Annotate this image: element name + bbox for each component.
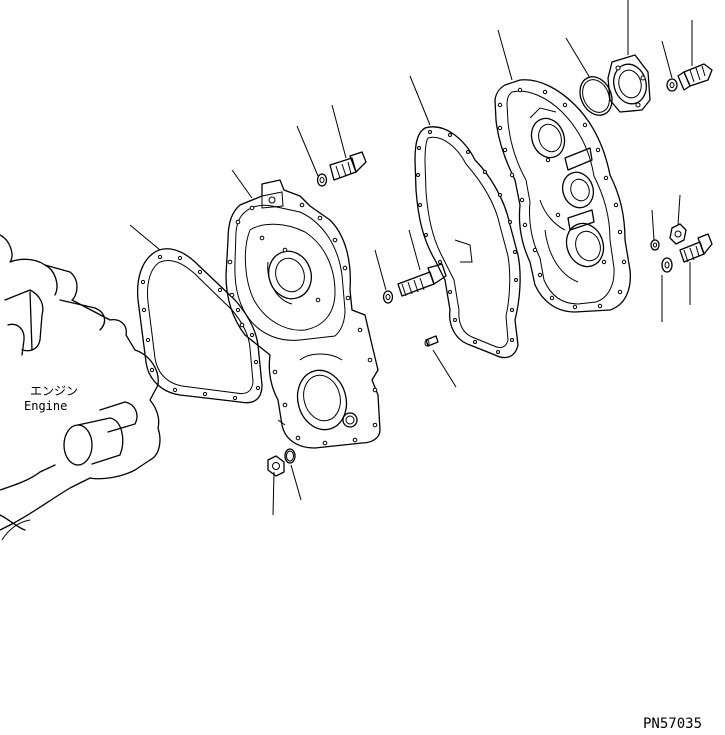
bolt-long-middle [397, 263, 447, 297]
gasket-large [136, 248, 263, 404]
front-cover-bolt-holes [227, 202, 378, 446]
gasket-middle-bolt-holes [416, 130, 518, 354]
washer-middle [382, 290, 394, 304]
plug-bottom [267, 455, 285, 477]
gear-case-bolt-holes [497, 87, 627, 310]
dowel-pin [424, 335, 439, 347]
front-cover-housing [225, 179, 381, 449]
washer-right [661, 257, 673, 273]
o-ring-top [579, 76, 613, 116]
washer-top-right [666, 78, 678, 92]
leader-lines [129, 0, 693, 516]
washer-right-small [650, 239, 660, 251]
engine-block [0, 234, 161, 541]
bolt-cover-top [329, 151, 367, 181]
o-ring-bottom [284, 448, 296, 464]
engine-label-english: Engine [24, 399, 68, 413]
washer-cover-top [316, 173, 328, 187]
gasket-large-bolt-holes [140, 254, 261, 401]
bolt-top-right [677, 63, 713, 91]
drawing-number: PN57035 [643, 716, 703, 732]
nut-right [669, 223, 687, 245]
gear-case-housing [494, 79, 631, 313]
gasket-middle [414, 126, 521, 359]
bolt-right [679, 233, 713, 263]
engine-label-japanese: エンジン [30, 384, 79, 398]
cover-plate [607, 54, 651, 113]
